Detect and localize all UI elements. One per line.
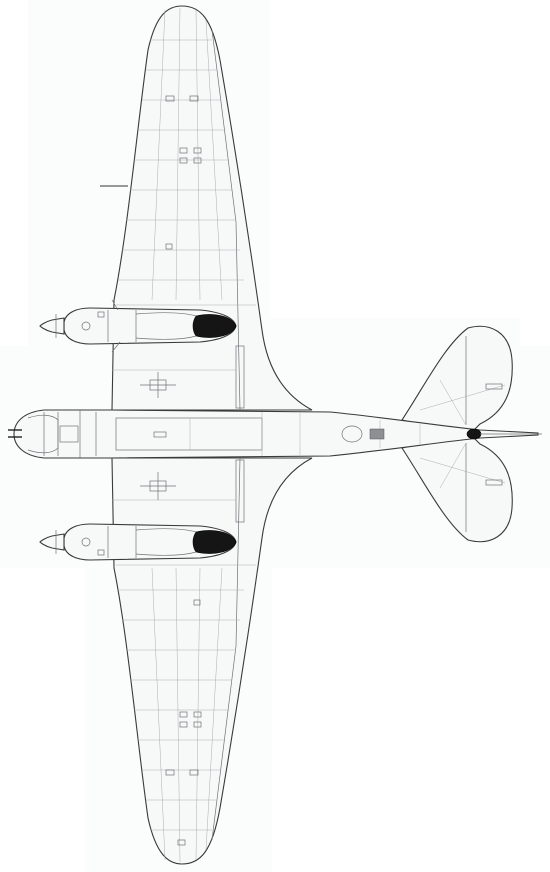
inner-wing-details <box>112 345 245 523</box>
upper-engine-nacelle <box>39 299 237 353</box>
lower-engine-nacelle <box>39 523 237 561</box>
lower-wing <box>111 457 313 865</box>
fuselage <box>8 409 542 459</box>
tailplane <box>401 325 513 543</box>
